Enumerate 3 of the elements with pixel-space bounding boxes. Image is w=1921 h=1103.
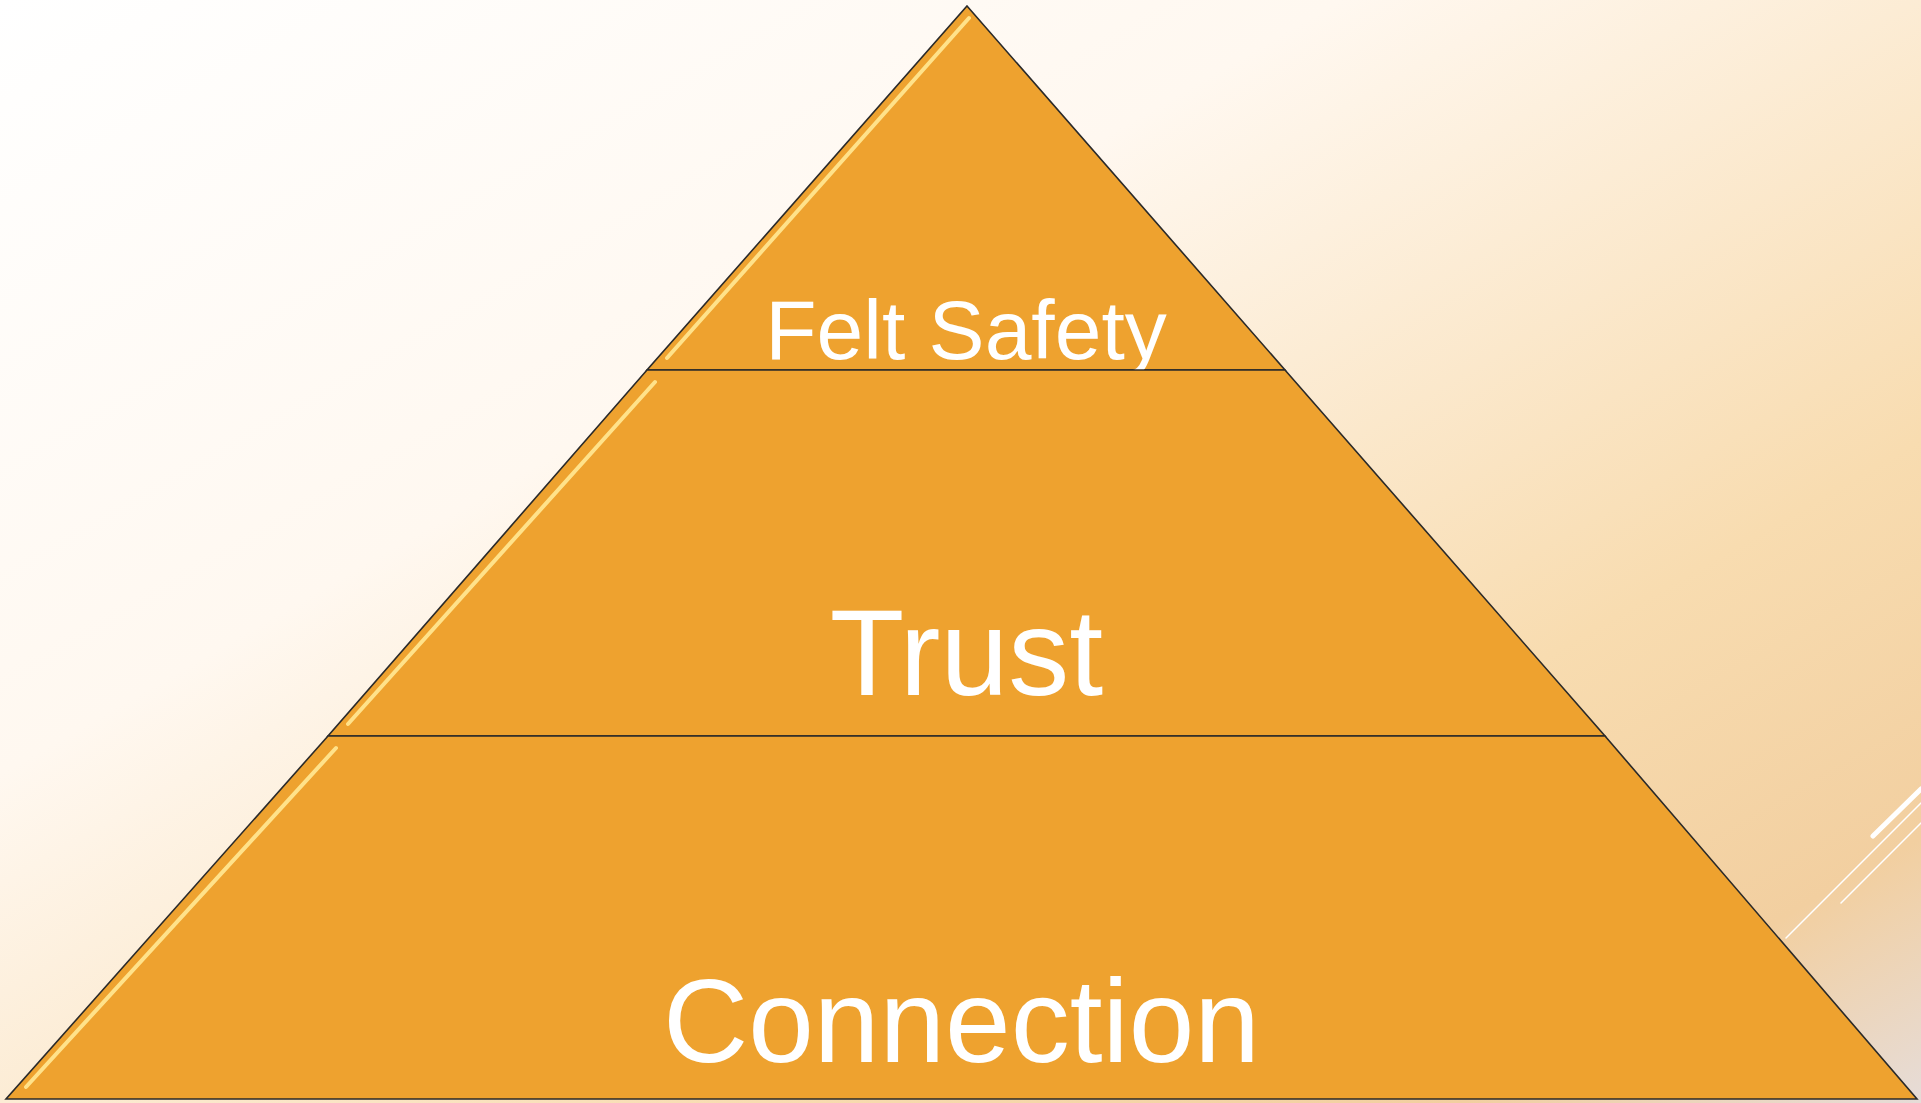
tier-label: Connection: [663, 962, 1260, 1080]
tier-label: Trust: [829, 592, 1104, 714]
tier-label: Felt Safety: [765, 288, 1167, 372]
